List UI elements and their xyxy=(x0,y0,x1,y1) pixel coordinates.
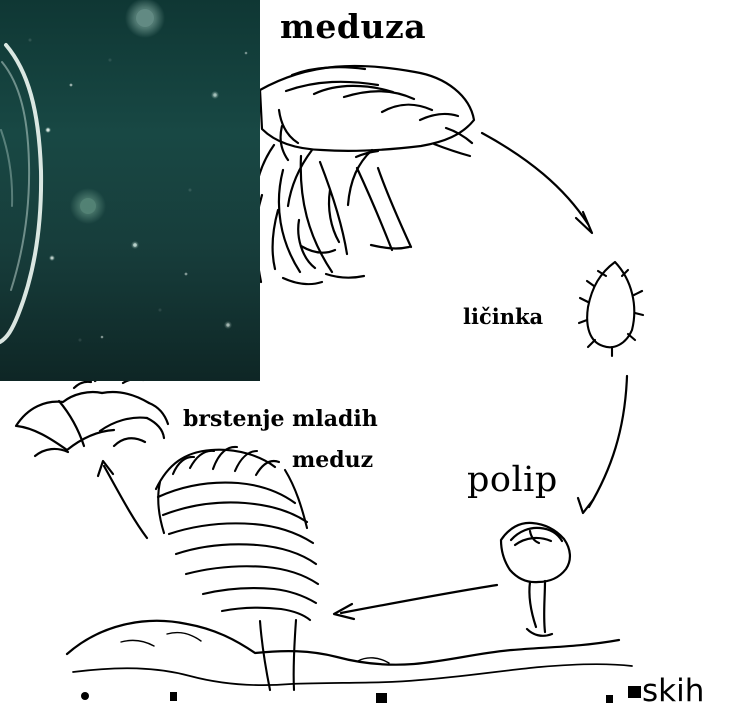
jellyfish-photo xyxy=(0,0,260,381)
seafloor-line xyxy=(121,633,389,663)
polyp-drawing xyxy=(501,523,570,636)
jellyfish-photo-art xyxy=(0,0,260,381)
label-polip: polip xyxy=(467,463,558,498)
young-medusae-drawing xyxy=(16,376,168,456)
label-brstenje-mladih: brstenje mladih xyxy=(183,408,378,430)
strobila-drawing xyxy=(156,447,318,690)
caption-fragment-marks xyxy=(81,686,641,703)
larva-drawing xyxy=(579,262,643,356)
label-meduz: meduz xyxy=(292,449,373,471)
label-meduza: meduza xyxy=(280,10,426,43)
caption-fragment: skih xyxy=(642,676,704,707)
medusa-drawing xyxy=(240,66,474,284)
seafloor-line xyxy=(73,664,632,685)
label-licinka: ličinka xyxy=(463,306,543,327)
